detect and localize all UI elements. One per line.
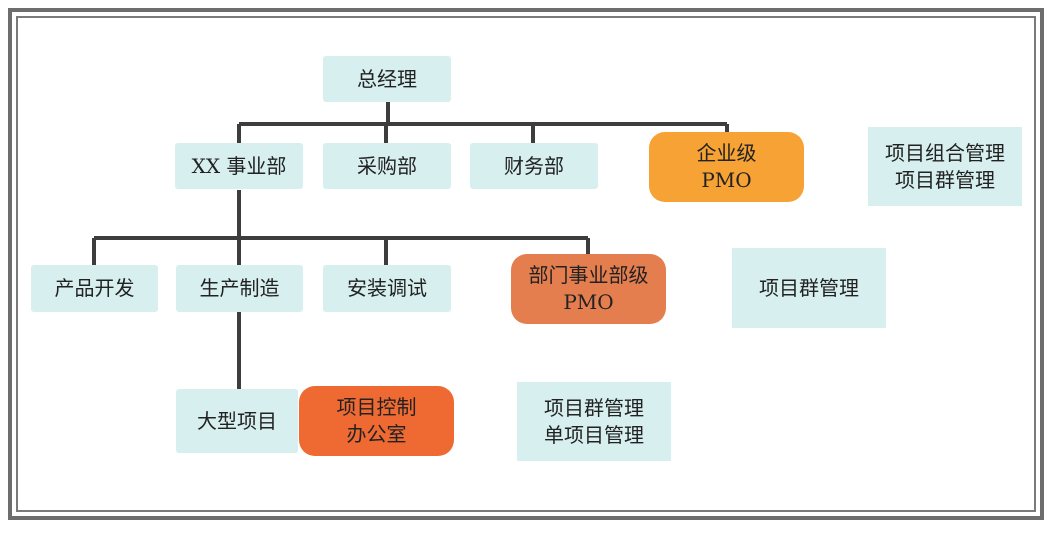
node-label: 生产制造 [199, 276, 280, 300]
annotation-project-level: 项目群管理 单项目管理 [517, 382, 671, 461]
node-label-line1: 部门事业部级 [528, 263, 649, 287]
node-enterprise-pmo: 企业级 PMO [649, 132, 804, 202]
node-label-line2: 办公室 [346, 422, 407, 446]
node-label: 大型项目 [197, 408, 277, 433]
node-manufacturing: 生产制造 [176, 265, 303, 312]
annotation-line1: 项目群管理 [544, 395, 644, 420]
annotation-line2: 项目群管理 [895, 167, 995, 192]
node-xx-division: XX 事业部 [175, 143, 303, 189]
node-label: 采购部 [357, 153, 417, 178]
node-label: 总经理 [357, 66, 417, 91]
node-finance: 财务部 [470, 143, 598, 189]
node-label: 财务部 [504, 153, 564, 178]
node-label-line1: 项目控制 [336, 395, 417, 419]
annotation-enterprise-level: 项目组合管理 项目群管理 [868, 127, 1022, 206]
node-label: 产品开发 [54, 276, 135, 300]
node-label-line2: PMO [563, 290, 614, 314]
node-label: 安装调试 [347, 276, 427, 300]
node-large-project: 大型项目 [176, 389, 298, 453]
node-installation: 安装调试 [323, 265, 451, 312]
outer-frame [8, 8, 1044, 520]
node-label-line2: PMO [701, 168, 752, 192]
node-procurement: 采购部 [323, 143, 451, 189]
annotation-department-level: 项目群管理 [732, 248, 886, 328]
node-project-control-office: 项目控制 办公室 [299, 386, 454, 456]
node-label: XX 事业部 [191, 153, 287, 178]
node-general-manager: 总经理 [323, 56, 451, 102]
node-product-development: 产品开发 [31, 265, 158, 312]
node-label-line1: 企业级 [696, 141, 757, 165]
annotation-line2: 单项目管理 [544, 422, 644, 447]
node-department-pmo: 部门事业部级 PMO [511, 254, 666, 324]
inner-frame [16, 16, 1036, 512]
annotation-line1: 项目组合管理 [885, 140, 1005, 165]
annotation-line1: 项目群管理 [759, 275, 859, 300]
